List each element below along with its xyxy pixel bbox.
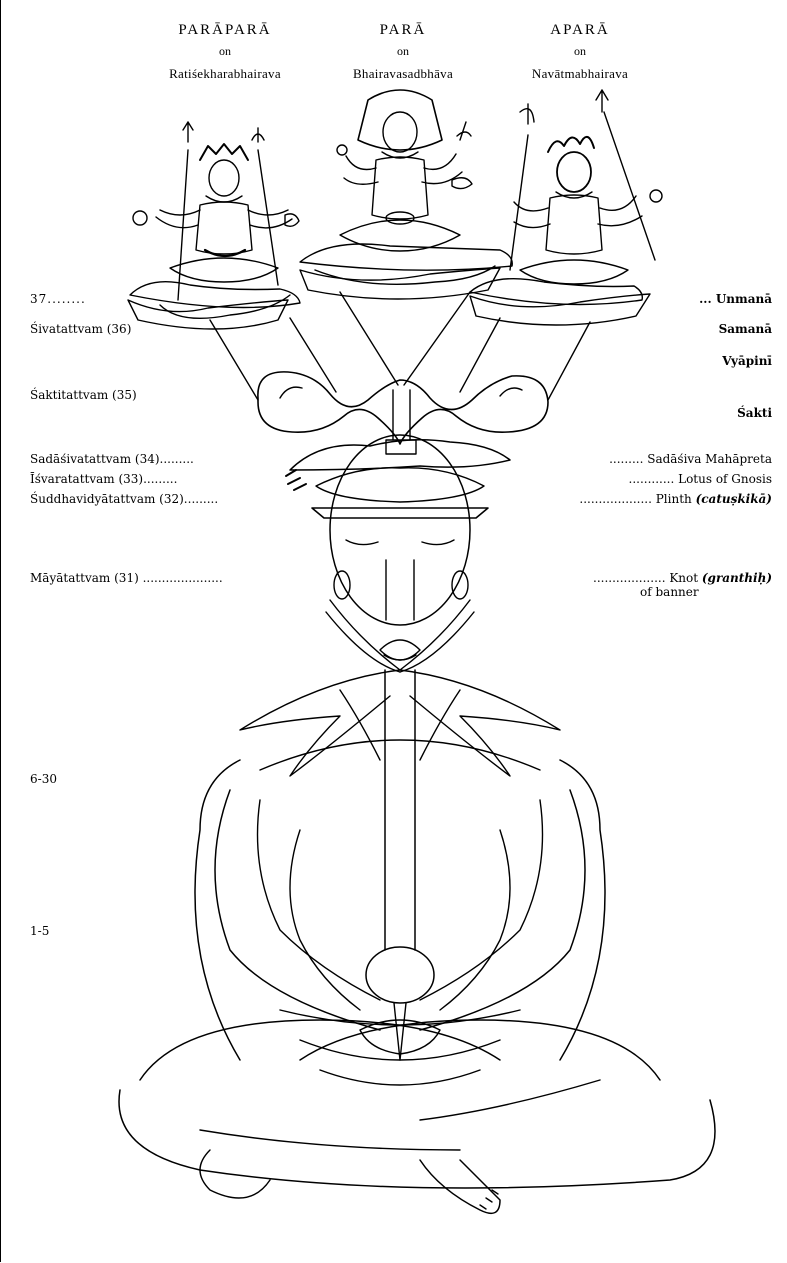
goddess-parapara	[130, 122, 300, 318]
label-of-banner: of banner	[640, 585, 699, 599]
label-unmana: ... Unmanā	[699, 292, 772, 306]
heading-apara-on: on	[490, 44, 670, 59]
label-mayatattvam: Māyātattvam (31) .....................	[30, 571, 223, 585]
label-sivatattvam: Śivatattvam (36)	[30, 322, 131, 336]
label-sadasiva-mahapreta: ......... Sadāśiva Mahāpreta	[609, 452, 772, 466]
label-1-5: 1-5	[30, 924, 49, 938]
lotus-right	[470, 294, 650, 325]
label-knot-text: ................... Knot	[593, 571, 702, 585]
goddess-para	[300, 90, 512, 284]
label-knot-term: (granthiḥ)	[702, 571, 772, 585]
heading-apara: APARĀ	[490, 22, 670, 39]
label-saktitattvam: Śaktitattvam (35)	[30, 388, 137, 402]
label-samana: Samanā	[719, 322, 772, 336]
heading-para-deity: Bhairavasadbhāva	[303, 66, 503, 82]
label-plinth-term: (catuṣkikā)	[696, 492, 772, 506]
label-suddhavidyatattvam: Śuddhavidyātattvam (32).........	[30, 492, 218, 506]
lotus-center	[300, 268, 500, 299]
label-plinth: ................... Plinth (catuṣkikā)	[579, 492, 772, 506]
goddess-apara	[470, 90, 662, 305]
label-6-30: 6-30	[30, 772, 57, 786]
label-knot: ................... Knot (granthiḥ)	[593, 571, 772, 585]
heading-para: PARĀ	[313, 22, 493, 39]
heading-apara-deity: Navātmabhairava	[480, 66, 680, 82]
label-plinth-text: ................... Plinth	[579, 492, 695, 506]
heading-para-on: on	[313, 44, 493, 59]
heading-parapara-on: on	[135, 44, 315, 59]
label-sakti: Śakti	[737, 406, 772, 420]
heading-parapara-deity: Ratiśekharabhairava	[125, 66, 325, 82]
label-vyapini: Vyāpinī	[722, 354, 772, 368]
heading-parapara: PARĀPARĀ	[135, 22, 315, 39]
label-isvaratattvam: Īśvaratattvam (33).........	[30, 472, 177, 486]
label-sadasivatattvam: Sadāśivatattvam (34).........	[30, 452, 194, 466]
label-37: 37........	[30, 292, 86, 306]
lotus-left	[128, 300, 288, 329]
label-lotus-of-gnosis: ............ Lotus of Gnosis	[629, 472, 772, 486]
